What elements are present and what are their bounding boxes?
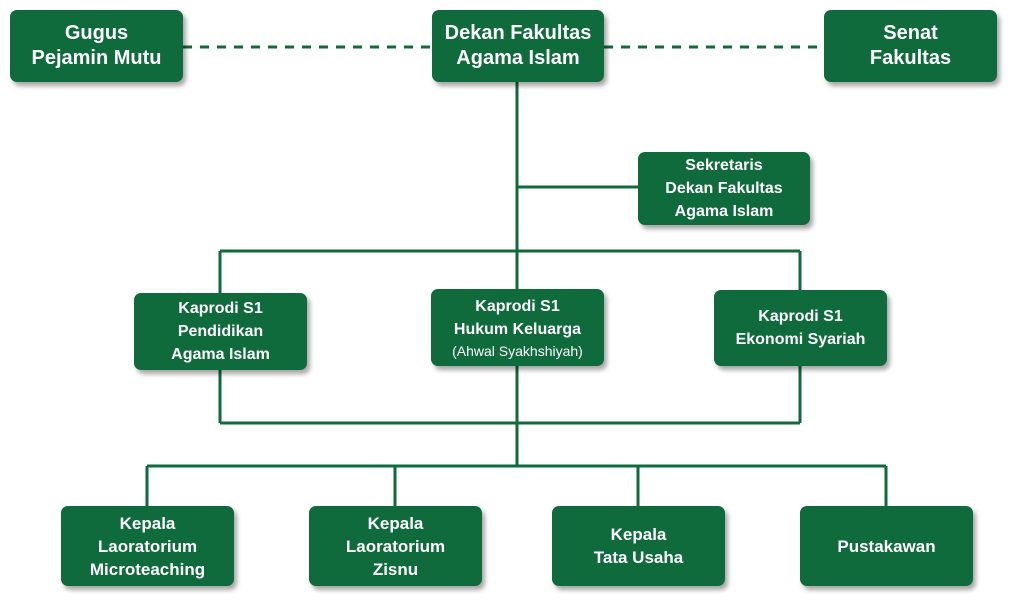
senat-fakultas-box: Senat Fakultas — [824, 10, 997, 82]
senat-line-2: Fakultas — [869, 47, 952, 69]
sekretaris-line-1: Sekretaris — [685, 157, 763, 174]
tata-usaha-line-2: Tata Usaha — [593, 548, 684, 567]
pustakawan-box: Pustakawan — [800, 506, 973, 586]
sekretaris-line-2: Dekan Fakultas — [665, 180, 783, 197]
tata-usaha-line-1: Kepala — [610, 525, 667, 544]
kaprodi-pai-line-1: Kaprodi S1 — [178, 300, 263, 317]
kaprodi-pai-box: Kaprodi S1 Pendidikan Agama Islam — [134, 293, 307, 370]
kaprodi-es-line-2: Ekonomi Syariah — [735, 331, 866, 348]
kaprodi-pai-line-2: Pendidikan — [177, 323, 264, 340]
kaprodi-hk-line-2: Hukum Keluarga — [453, 320, 582, 338]
kaprodi-ekonomi-syariah-box: Kaprodi S1 Ekonomi Syariah — [714, 290, 887, 366]
lab-zisnu-line-2: Laoratorium — [345, 536, 446, 556]
tata-usaha-box: Kepala Tata Usaha — [552, 506, 725, 586]
sekretaris-box: Sekretaris Dekan Fakultas Agama Islam — [638, 152, 810, 225]
senat-line-1: Senat — [883, 22, 938, 44]
gugus-line-2: Pejamin Mutu — [31, 47, 162, 69]
lab-micro-line-3: Microteaching — [89, 559, 206, 579]
sekretaris-line-3: Agama Islam — [674, 203, 774, 220]
gugus-pejamin-mutu-box: Gugus Pejamin Mutu — [10, 10, 183, 82]
kaprodi-hk-line-3: (Ahwal Syakhshiyah) — [452, 342, 583, 359]
kaprodi-hukum-keluarga-box: Kaprodi S1 Hukum Keluarga (Ahwal Syakhsh… — [431, 289, 604, 366]
pustakawan-line-1: Pustakawan — [837, 536, 936, 556]
lab-zisnu-line-3: Zisnu — [372, 559, 419, 579]
dekan-line-2: Agama Islam — [456, 47, 580, 69]
lab-zisnu-line-1: Kepala — [367, 513, 424, 533]
dekan-line-1: Dekan Fakultas — [444, 22, 592, 44]
kaprodi-hk-line-1: Kaprodi S1 — [475, 297, 560, 315]
kaprodi-es-line-1: Kaprodi S1 — [758, 308, 843, 325]
lab-microteaching-box: Kepala Laoratorium Microteaching — [61, 506, 234, 586]
lab-zisnu-box: Kepala Laoratorium Zisnu — [309, 506, 482, 586]
lab-micro-line-2: Laoratorium — [97, 536, 198, 556]
kaprodi-pai-line-3: Agama Islam — [171, 346, 270, 363]
lab-micro-line-1: Kepala — [119, 513, 176, 533]
gugus-line-1: Gugus — [64, 22, 129, 44]
dekan-box: Dekan Fakultas Agama Islam — [432, 10, 604, 82]
